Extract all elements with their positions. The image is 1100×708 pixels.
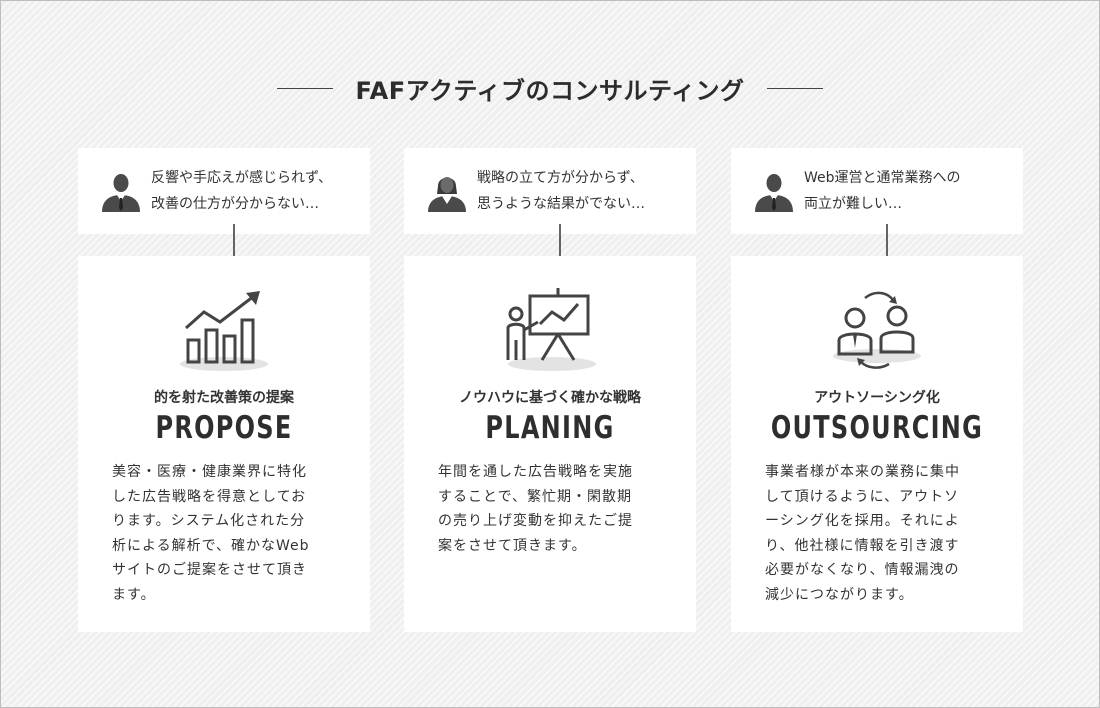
concern-text: 戦略の立て方が分からず、 思うような結果がでない…: [477, 170, 645, 212]
businesswoman-avatar-icon: [428, 177, 466, 212]
businessman-avatar-icon: [102, 174, 140, 212]
service-title: PLANING: [485, 410, 615, 446]
concern-text: 反響や手応えが感じられず、 改善の仕方が分からない…: [151, 170, 333, 212]
section-title: FAFアクティブのコンサルティング: [355, 77, 745, 105]
service-subtitle: 的を射た改善策の提案: [154, 390, 294, 406]
section-heading: FAFアクティブのコンサルティング: [1, 71, 1099, 106]
growth-chart-icon: [180, 291, 268, 371]
service-card: アウトソーシング化 OUTSOURCING 事業者様が本来の業務に集中 して頂け…: [731, 256, 1023, 632]
concern-box: 戦略の立て方が分からず、 思うような結果がでない…: [404, 148, 696, 279]
concern-box: 反響や手応えが感じられず、 改善の仕方が分からない…: [78, 148, 370, 279]
service-description: 美容・医療・健康業界に特化 した広告戦略を得意としてお ります。システム化された…: [112, 464, 310, 603]
service-description: 事業者様が本来の業務に集中 して頂けるように、アウトソ ーシング化を採用。それに…: [765, 464, 960, 603]
consulting-column-outsourcing: Web運営と通常業務への 両立が難しい… アウトソーシング化 OUTSOURCI…: [731, 148, 1023, 632]
presentation-board-icon: [506, 288, 596, 371]
exchange-people-icon: [833, 291, 921, 369]
service-subtitle: アウトソーシング化: [814, 390, 940, 406]
concern-box: Web運営と通常業務への 両立が難しい…: [731, 148, 1023, 279]
heading-rule-left: [277, 88, 334, 89]
consulting-column-planing: 戦略の立て方が分からず、 思うような結果がでない… ノウハウに基づく確かな戦略 …: [404, 148, 696, 632]
concern-text: Web運営と通常業務への 両立が難しい…: [804, 170, 961, 212]
service-title: OUTSOURCING: [770, 410, 984, 446]
service-card: 的を射た改善策の提案 PROPOSE 美容・医療・健康業界に特化 した広告戦略を…: [78, 256, 370, 632]
consulting-column-propose: 反響や手応えが感じられず、 改善の仕方が分からない… 的を射た改善策の提案 PR…: [78, 148, 370, 632]
businessman-avatar-icon: [755, 174, 793, 212]
service-subtitle: ノウハウに基づく確かな戦略: [459, 390, 641, 406]
service-title: PROPOSE: [155, 410, 293, 446]
service-card: ノウハウに基づく確かな戦略 PLANING 年間を通した広告戦略を実施 すること…: [404, 256, 696, 632]
service-description: 年間を通した広告戦略を実施 することで、繁忙期・閑散期 の売り上げ変動を抑えたご…: [438, 464, 633, 554]
heading-rule-right: [766, 88, 823, 89]
